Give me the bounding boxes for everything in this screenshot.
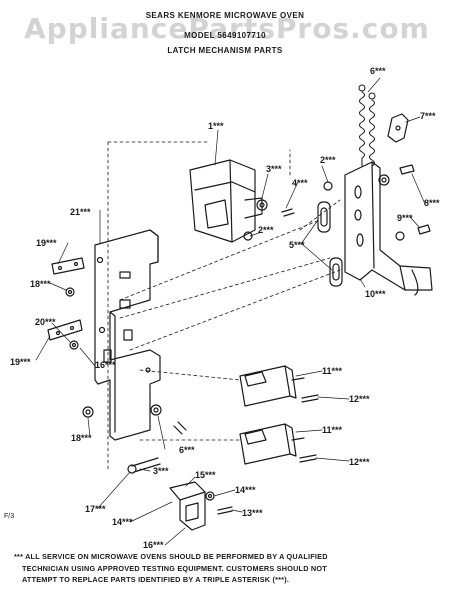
callout-part-17: 17*** xyxy=(85,504,106,514)
switch-screws-part-12 xyxy=(299,394,319,463)
callout-part-20: 20*** xyxy=(35,317,56,327)
springs-part-6 xyxy=(358,84,376,173)
assembly-guide-lines xyxy=(107,141,341,471)
diagram-subtitle: LATCH MECHANISM PARTS xyxy=(167,46,283,55)
callout-part-10: 10*** xyxy=(365,289,386,299)
watermark-logo: AppliancePartsPros.com xyxy=(24,12,430,45)
callout-part-1: 1*** xyxy=(208,121,224,131)
washer-part-14 xyxy=(205,491,215,501)
callout-part-11-lower: 11*** xyxy=(322,425,343,435)
leader-lines xyxy=(35,77,426,546)
clip-part-7 xyxy=(387,113,409,143)
callout-part-2-upper: 2*** xyxy=(320,155,336,165)
screw-part-13 xyxy=(217,506,233,515)
callout-part-4: 4*** xyxy=(292,178,308,188)
callout-part-16-bottom: 16*** xyxy=(143,540,164,550)
warning-line-3: ATTEMPT TO REPLACE PARTS IDENTIFIED BY A… xyxy=(22,575,290,584)
callout-part-3-upper: 3*** xyxy=(266,164,282,174)
callout-part-12-upper: 12*** xyxy=(349,394,370,404)
bottom-bracket-part-15 xyxy=(169,481,206,531)
callout-part-13: 13*** xyxy=(242,508,263,518)
page-corner-mark: F/3 xyxy=(4,513,15,520)
callout-part-16-left: 16*** xyxy=(95,360,116,370)
slot-washer-part-5 xyxy=(317,201,343,287)
warning-line-1: *** ALL SERVICE ON MICROWAVE OVENS SHOUL… xyxy=(14,552,328,561)
callout-part-6-lower: 6*** xyxy=(179,445,195,455)
model-number: MODEL 5649107710 xyxy=(184,31,266,40)
latch-hook-part-1 xyxy=(189,159,263,243)
service-warning-note: *** ALL SERVICE ON MICROWAVE OVENS SHOUL… xyxy=(14,551,444,586)
callout-part-8: 8*** xyxy=(424,198,440,208)
callout-part-14-left: 14*** xyxy=(112,517,133,527)
callout-part-9: 9*** xyxy=(397,213,413,223)
callout-part-15: 15*** xyxy=(195,470,216,480)
latch-bracket-part-21 xyxy=(94,229,161,441)
fasteners xyxy=(65,164,431,435)
callout-part-19-lower: 19*** xyxy=(10,357,31,367)
callout-part-18-lower: 18*** xyxy=(71,433,92,443)
callout-part-3-lower: 3*** xyxy=(153,466,169,476)
callout-part-19-upper: 19*** xyxy=(36,238,57,248)
callout-part-14-right: 14*** xyxy=(235,485,256,495)
callout-part-11-upper: 11*** xyxy=(322,366,343,376)
callout-part-5: 5*** xyxy=(289,240,305,250)
plates-part-19 xyxy=(47,257,85,341)
callout-part-7: 7*** xyxy=(420,111,436,121)
microswitch-upper-part-11 xyxy=(239,365,305,407)
lever-arm-part-10 xyxy=(344,161,433,296)
callout-part-6-upper: 6*** xyxy=(370,66,386,76)
callout-part-12-lower: 12*** xyxy=(349,457,370,467)
warning-line-2: TECHNICIAN USING APPROVED TESTING EQUIPM… xyxy=(22,563,327,573)
diagram-title: SEARS KENMORE MICROWAVE OVEN xyxy=(145,11,305,20)
callout-part-21: 21*** xyxy=(70,207,91,217)
screw-part-17 xyxy=(127,457,161,474)
microswitch-lower-part-11 xyxy=(239,423,305,465)
callout-part-18-upper: 18*** xyxy=(30,279,51,289)
callout-part-2-lower: 2*** xyxy=(258,225,274,235)
